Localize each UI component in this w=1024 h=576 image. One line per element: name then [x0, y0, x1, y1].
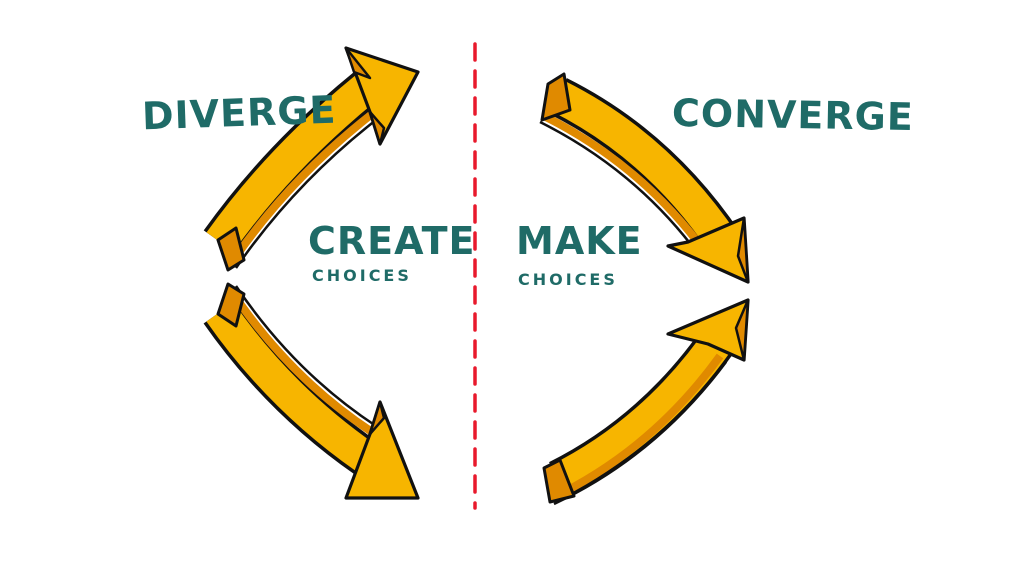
make-choices-label: CHOICES: [518, 270, 618, 289]
arrow-diverge-down: [203, 282, 420, 500]
arrow-converge-up: [542, 298, 750, 506]
create-choices-label: CHOICES: [312, 266, 412, 285]
arrow-converge-down: [539, 72, 750, 284]
diverge-title: DIVERGE: [141, 87, 338, 139]
make-label: MAKE: [516, 219, 643, 263]
converge-title: CONVERGE: [671, 90, 915, 140]
arrow-diverge-up: [203, 46, 420, 272]
create-label: CREATE: [308, 219, 476, 263]
